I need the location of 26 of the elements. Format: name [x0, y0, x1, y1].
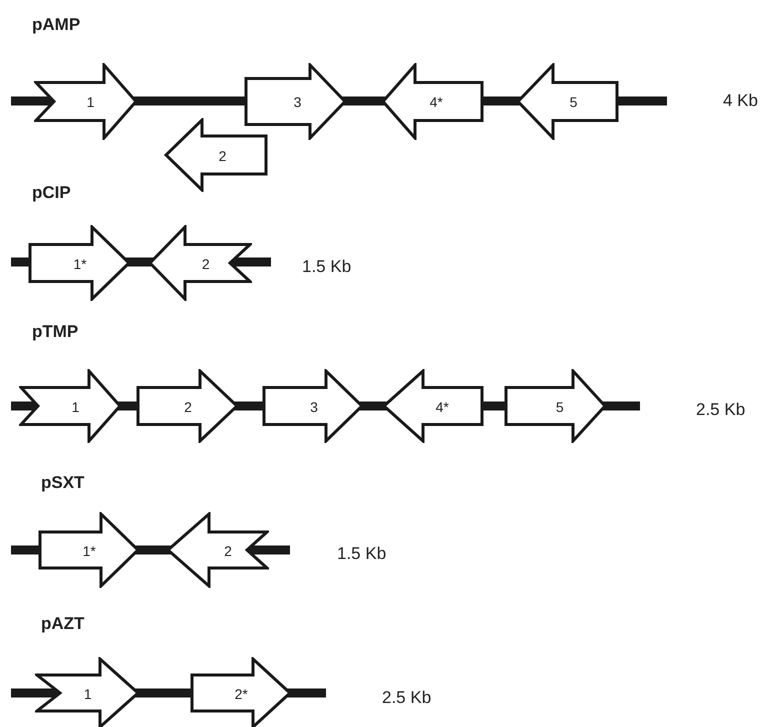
gene-number: 2*: [234, 686, 248, 702]
plasmid-size: 2.5 Kb: [382, 688, 432, 708]
gene-number: 3: [310, 399, 318, 415]
plasmid-name: pSXT: [41, 473, 84, 493]
gene-number: 3: [294, 94, 302, 110]
plasmid-size: 1.5 Kb: [337, 544, 386, 564]
gene-number: 1: [84, 686, 92, 702]
plasmid-name: pTMP: [32, 322, 78, 342]
gene-number: 2: [202, 256, 210, 272]
plasmid-name: pCIP: [32, 183, 71, 203]
gene-number: 2: [184, 399, 192, 415]
gene-number: 1: [86, 94, 94, 110]
plasmid-name: pAMP: [32, 15, 80, 35]
gene-number: 2: [218, 148, 226, 164]
gene-number: 5: [570, 94, 578, 110]
gene-number: 5: [556, 399, 564, 415]
plasmid-size: 2.5 Kb: [696, 400, 746, 420]
plasmid-size: 4 Kb: [723, 91, 758, 111]
gene-number: 2: [224, 543, 232, 559]
gene-number: 4*: [436, 399, 449, 415]
gene-number: 4*: [430, 94, 443, 110]
plasmid-name: pAZT: [41, 614, 84, 634]
gene-number: 1*: [73, 256, 87, 272]
plasmid-size: 1.5 Kb: [302, 257, 352, 277]
gene-number: 1: [72, 399, 80, 415]
gene-number: 1*: [82, 543, 96, 559]
